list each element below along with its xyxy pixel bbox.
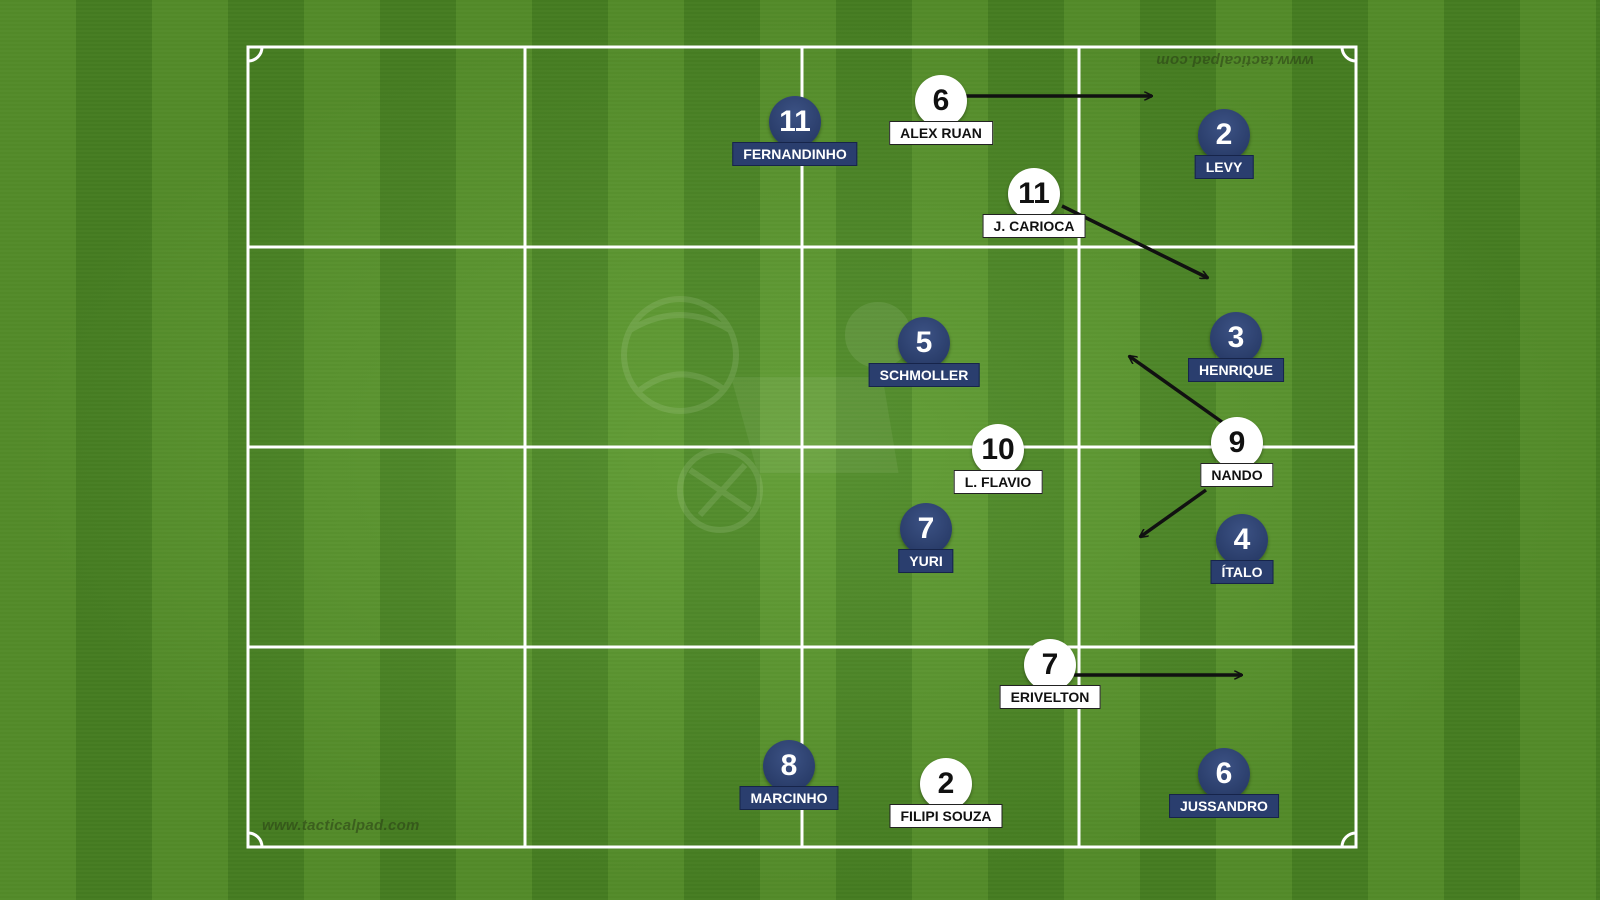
player-number: 2: [1198, 109, 1250, 161]
player-number: 3: [1210, 312, 1262, 364]
player-number: 11: [769, 96, 821, 148]
player-number: 9: [1211, 417, 1263, 469]
player-number: 7: [1024, 639, 1076, 691]
player-number: 6: [915, 75, 967, 127]
player-name-label: FERNANDINHO: [732, 142, 858, 166]
player-name-label: NANDO: [1200, 463, 1274, 487]
player-number: 4: [1216, 514, 1268, 566]
player-name-label: SCHMOLLER: [868, 363, 980, 387]
player-number: 8: [763, 740, 815, 792]
tacticalpad-logo: [621, 296, 911, 533]
arrow-nando-down: [1140, 488, 1208, 537]
player-name-label: ERIVELTON: [999, 685, 1101, 709]
watermark-top: www.tacticalpad.com: [1156, 52, 1314, 69]
player-name-label: YURI: [898, 549, 954, 573]
watermark-bottom: www.tacticalpad.com: [262, 817, 420, 834]
player-number: 6: [1198, 748, 1250, 800]
player-number: 10: [972, 424, 1024, 476]
player-name-label: HENRIQUE: [1188, 358, 1284, 382]
player-number: 2: [920, 758, 972, 810]
player-name-label: LEVY: [1194, 155, 1254, 179]
player-name-label: J. CARIOCA: [982, 214, 1086, 238]
player-name-label: ALEX RUAN: [889, 121, 993, 145]
player-name-label: MARCINHO: [739, 786, 839, 810]
movement-arrows: [966, 96, 1242, 675]
player-number: 7: [900, 503, 952, 555]
arrow-nando-up: [1129, 356, 1224, 424]
player-name-label: JUSSANDRO: [1169, 794, 1279, 818]
player-name-label: ÍTALO: [1210, 560, 1274, 584]
pitch-grid: [246, 45, 1358, 849]
player-name-label: FILIPI SOUZA: [889, 804, 1003, 828]
player-number: 5: [898, 317, 950, 369]
player-name-label: L. FLAVIO: [953, 470, 1043, 494]
player-number: 11: [1008, 168, 1060, 220]
arrow-j-carioca: [1061, 204, 1208, 280]
